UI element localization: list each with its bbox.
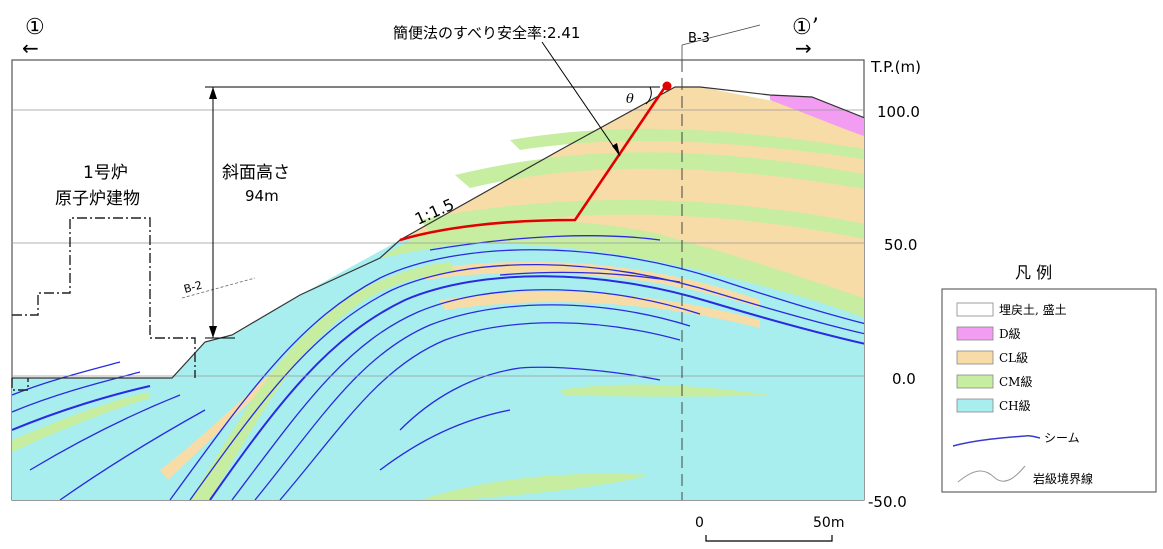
theta-label: θ bbox=[626, 92, 634, 107]
d-layer bbox=[770, 95, 864, 136]
section-marker-right: ①’ bbox=[792, 15, 819, 40]
building-label-line2: 原子炉建物 bbox=[55, 189, 140, 209]
legend-swatch-fill bbox=[956, 302, 994, 317]
safety-factor-label: 簡便法のすべり安全率:2.41 bbox=[393, 24, 580, 42]
borehole-b3-label: B-3 bbox=[688, 31, 710, 46]
scale-end: 50m bbox=[813, 515, 844, 531]
elevation-tick-minus50: -50.0 bbox=[868, 493, 907, 511]
slip-surface bbox=[399, 81, 672, 242]
elevation-unit: T.P.(m) bbox=[870, 58, 921, 76]
building-label-line1: 1号炉 bbox=[83, 163, 128, 183]
arrow-right: → bbox=[795, 36, 812, 60]
cm-lens-deep-2 bbox=[560, 384, 770, 397]
cm-stripe-3 bbox=[420, 200, 864, 239]
borehole-b3-line bbox=[681, 24, 761, 500]
legend-label-d: D級 bbox=[999, 327, 1021, 341]
slope-height-dimension bbox=[205, 86, 660, 339]
safety-factor-leader bbox=[541, 41, 621, 157]
legend-swatch-cm bbox=[956, 374, 994, 389]
elevation-grid bbox=[12, 109, 864, 377]
legend-swatch-d bbox=[956, 326, 994, 341]
strata bbox=[12, 86, 864, 500]
slope-height-value: 94m bbox=[245, 187, 279, 205]
cm-fold-band bbox=[190, 262, 455, 500]
legend-swatch-boundary bbox=[957, 465, 1026, 483]
slope-height-title: 斜面高さ bbox=[222, 163, 290, 183]
scale-start: 0 bbox=[695, 515, 704, 531]
legend-swatch-seam bbox=[952, 435, 1041, 447]
section-marker-left: ① bbox=[25, 15, 45, 40]
legend-label-boundary: 岩級境界線 bbox=[1033, 471, 1093, 486]
legend-swatch-cl bbox=[956, 350, 994, 365]
cl-lens-left bbox=[160, 365, 285, 480]
cl-lens-1 bbox=[420, 261, 760, 308]
legend-swatch-ch bbox=[956, 398, 994, 413]
borehole-b2-label: B-2 bbox=[182, 279, 203, 296]
legend-title: 凡 例 bbox=[1015, 263, 1052, 282]
elevation-tick-50: 50.0 bbox=[884, 236, 917, 254]
legend-label-cl: CL級 bbox=[999, 351, 1028, 365]
cm-lens-deep-1 bbox=[420, 473, 650, 500]
cm-lens-left bbox=[12, 392, 150, 452]
scale-bar: 0 50m bbox=[695, 515, 844, 542]
legend: 凡 例 埋戻土, 盛土 D級 CL級 CM級 CH級 シーム 岩級境界線 bbox=[941, 263, 1157, 493]
cm-stripe-2 bbox=[510, 128, 864, 160]
legend-label-fill: 埋戻土, 盛土 bbox=[999, 302, 1067, 317]
borehole-b2-line bbox=[181, 277, 256, 299]
seams bbox=[12, 235, 864, 500]
cm-stripe-1 bbox=[455, 152, 864, 189]
reactor-building-outline bbox=[11, 217, 196, 391]
elevation-tick-0: 0.0 bbox=[892, 370, 916, 388]
elevation-tick-100: 100.0 bbox=[877, 103, 920, 121]
legend-label-seam: シーム bbox=[1044, 431, 1080, 445]
theta-arc bbox=[645, 86, 652, 105]
legend-label-cm: CM級 bbox=[999, 375, 1032, 389]
arrow-left: ← bbox=[22, 36, 39, 60]
legend-label-ch: CH級 bbox=[999, 399, 1031, 413]
cl-lens-2 bbox=[440, 291, 760, 328]
